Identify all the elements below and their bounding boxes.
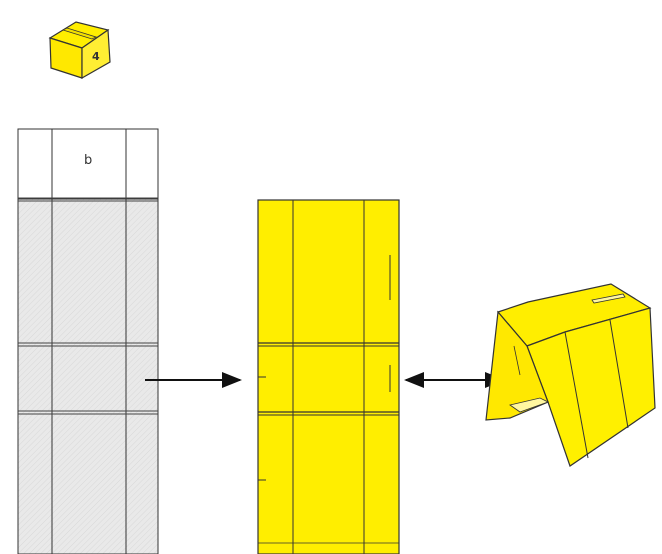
yellow-blank: [257, 199, 400, 554]
cube-label: 4: [92, 50, 100, 63]
folded-shape: [485, 283, 656, 467]
cardboard-box-icon: 4: [48, 21, 111, 80]
template-top-label: b: [84, 153, 92, 168]
flat-template: b: [17, 128, 159, 554]
